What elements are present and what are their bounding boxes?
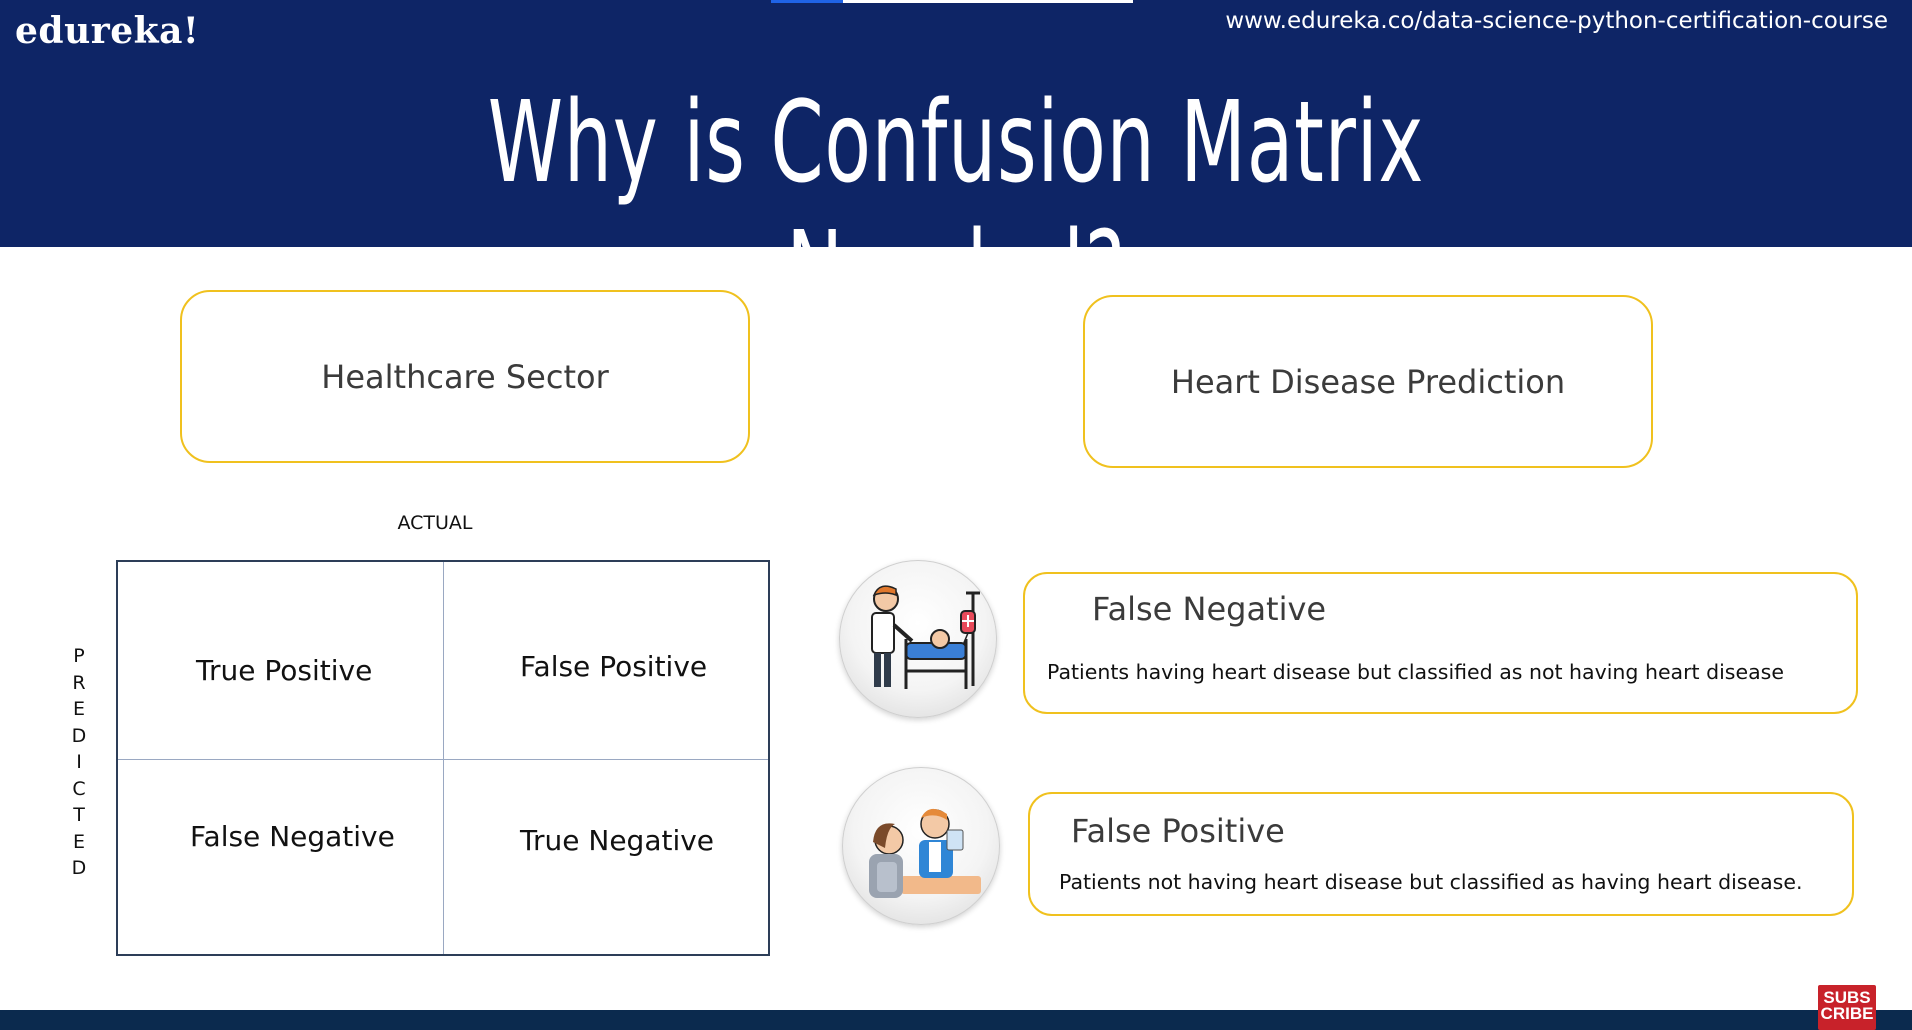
page-title: Why is Confusion Matrix Needed? xyxy=(487,78,1425,338)
healthcare-sector-box: Healthcare Sector xyxy=(180,290,750,463)
predicted-letter: E xyxy=(72,698,85,720)
actual-axis-label: ACTUAL xyxy=(397,512,473,534)
hospital-bed-icon xyxy=(839,560,997,718)
predicted-letter: D xyxy=(71,857,87,879)
predicted-letter: P xyxy=(73,645,85,667)
predicted-letter: D xyxy=(71,724,87,747)
predicted-letter: R xyxy=(72,671,86,694)
matrix-cell-true-positive: True Positive xyxy=(196,654,373,687)
false-positive-title: False Positive xyxy=(1071,812,1285,850)
healthcare-sector-label: Healthcare Sector xyxy=(321,357,609,396)
matrix-cell-true-negative: True Negative xyxy=(520,824,715,857)
progress-indicator xyxy=(771,0,843,3)
confusion-matrix: True Positive False Positive False Negat… xyxy=(116,560,770,956)
false-positive-explanation-box: False Positive Patients not having heart… xyxy=(1028,792,1854,916)
subscribe-button[interactable]: SUBS CRIBE xyxy=(1818,985,1876,1030)
doctor-consultation-icon xyxy=(842,767,1000,925)
false-negative-description: Patients having heart disease but classi… xyxy=(1047,660,1784,684)
predicted-axis-label: P R E D I C T E D xyxy=(66,643,92,882)
matrix-divider-vertical xyxy=(443,562,444,954)
matrix-cell-false-negative: False Negative xyxy=(190,820,395,853)
predicted-letter: I xyxy=(76,751,82,773)
heart-disease-prediction-label: Heart Disease Prediction xyxy=(1170,362,1566,401)
footer-bar xyxy=(0,1010,1912,1030)
false-negative-explanation-box: False Negative Patients having heart dis… xyxy=(1023,572,1858,714)
edureka-logo: edureka! xyxy=(15,10,200,52)
predicted-letter: C xyxy=(72,777,86,800)
heart-disease-prediction-box: Heart Disease Prediction xyxy=(1083,295,1653,468)
header-banner: edureka! www.edureka.co/data-science-pyt… xyxy=(0,0,1912,338)
subscribe-label-line2: CRIBE xyxy=(1820,1004,1874,1023)
matrix-cell-false-positive: False Positive xyxy=(520,650,708,683)
predicted-letter: T xyxy=(73,804,85,826)
subscribe-label-line1: SUBS xyxy=(1823,988,1871,1007)
false-negative-title: False Negative xyxy=(1092,590,1327,628)
matrix-divider-horizontal xyxy=(118,759,768,760)
false-positive-description: Patients not having heart disease but cl… xyxy=(1059,870,1803,894)
course-url: www.edureka.co/data-science-python-certi… xyxy=(1225,8,1888,34)
progress-track xyxy=(843,0,1133,3)
predicted-letter: E xyxy=(72,830,85,853)
